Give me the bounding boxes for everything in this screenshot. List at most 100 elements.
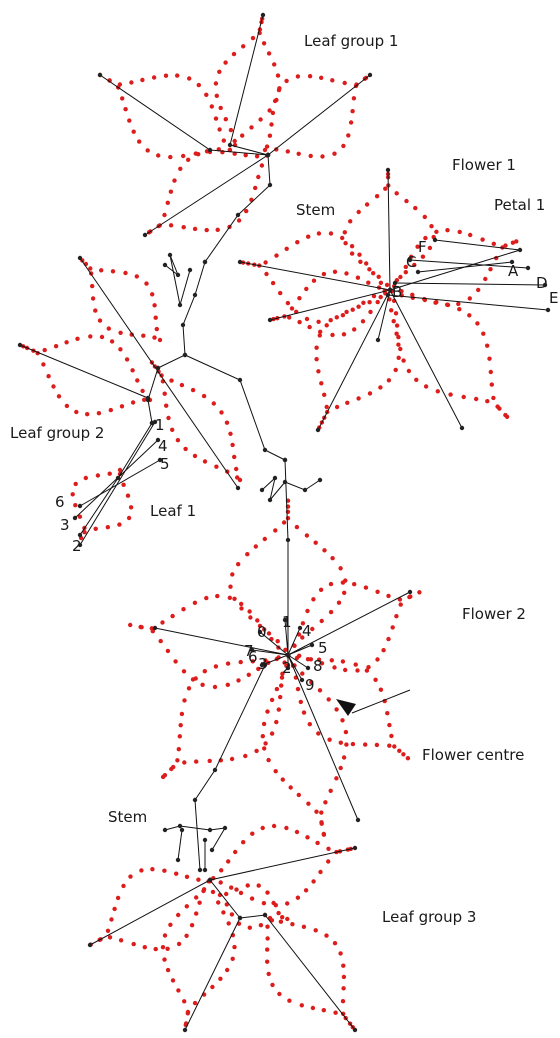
outline-dot [170, 978, 176, 983]
outline-dot [322, 392, 327, 397]
outline-dot [363, 585, 369, 590]
outline-dot [201, 393, 207, 399]
outline-dot [367, 267, 372, 272]
outline-dot [139, 868, 144, 873]
outline-dot [128, 505, 134, 510]
point-label-5: 5 [160, 455, 170, 473]
outline-dot [159, 373, 164, 378]
skeleton-line [229, 14, 269, 156]
outline-dot [319, 821, 324, 826]
outline-dot [434, 229, 439, 234]
outline-dot [270, 110, 276, 116]
outline-dot [99, 334, 105, 340]
outline-dot [274, 253, 279, 258]
outline-dot [318, 869, 323, 875]
outline-dot [314, 809, 319, 814]
vertex-dot [259, 487, 265, 493]
vertex-dot [282, 617, 288, 623]
outline-dot [261, 901, 267, 906]
outline-dot [389, 733, 394, 739]
vertex-dot [192, 292, 198, 298]
outline-dot [311, 597, 316, 602]
outline-dot [303, 888, 309, 893]
outline-dot [247, 925, 252, 930]
outline-dot [278, 694, 283, 700]
outline-dot [341, 986, 346, 991]
outline-dot [272, 98, 278, 104]
skeleton-line [19, 344, 149, 399]
outline-dot [285, 300, 291, 306]
vertex-dot [415, 269, 421, 275]
skeleton-line [184, 354, 286, 461]
vertex-dot [392, 280, 398, 286]
vertex-dot [162, 827, 168, 833]
outline-dot [385, 711, 390, 716]
outline-dot [197, 900, 202, 905]
outline-dot [235, 475, 240, 480]
outline-dot [413, 205, 418, 211]
vertex-dot [237, 915, 243, 921]
outline-dot [309, 680, 314, 685]
outline-dot [373, 677, 378, 682]
outline-dot [350, 307, 355, 312]
outline-dot [358, 259, 363, 264]
outline-dot [332, 269, 338, 274]
outline-dot [276, 87, 282, 93]
outline-dot [481, 331, 486, 336]
outline-dot [163, 73, 169, 78]
outline-dot [374, 194, 380, 199]
outline-dot [319, 618, 324, 624]
outline-dot [306, 234, 311, 239]
outline-dot [263, 741, 268, 746]
outline-dot [510, 240, 516, 245]
vertex-dot [297, 625, 303, 631]
outline-dot [73, 481, 78, 487]
skeleton-line [284, 619, 289, 656]
vertex-dot [237, 259, 243, 265]
outline-dot [261, 41, 267, 46]
outline-dot [396, 342, 401, 347]
outline-dot [218, 976, 223, 981]
outline-dot [403, 270, 408, 275]
outline-dot [340, 235, 345, 241]
outline-dot [415, 244, 420, 249]
outline-dot [272, 62, 277, 67]
outline-dot [340, 718, 345, 723]
skeleton-line [269, 289, 391, 321]
outline-dot [305, 657, 311, 662]
outline-dot [273, 769, 278, 774]
outline-dot [285, 916, 290, 922]
label-stem-top: Stem [296, 201, 335, 219]
outline-dot [265, 709, 270, 714]
outline-dot [169, 378, 174, 383]
outline-dot [414, 377, 419, 382]
outline-dot [350, 741, 356, 747]
skeleton-line [259, 631, 289, 656]
outline-dot [258, 117, 263, 122]
skeleton-line [164, 254, 191, 306]
outline-dot [307, 324, 312, 330]
outline-dot [338, 951, 343, 956]
outline-dot [264, 271, 269, 277]
outline-dot [332, 151, 337, 156]
vertex-dot [152, 419, 158, 425]
point-label-3: 3 [60, 516, 70, 534]
outline-dot [265, 924, 270, 929]
outline-dot [88, 334, 93, 339]
outline-dot [123, 107, 128, 112]
outline-dot [210, 889, 216, 895]
outline-dot [236, 562, 241, 567]
vertex-dot [115, 475, 121, 481]
outline-dot [230, 572, 235, 577]
point-label-2: 2 [72, 537, 82, 555]
outline-dot [342, 80, 347, 86]
outline-dot [301, 710, 307, 715]
outline-dot [317, 333, 322, 338]
outline-dot [145, 148, 150, 153]
outline-dot [378, 280, 384, 285]
outline-dot [313, 540, 318, 545]
centre-label-5: 5 [318, 639, 328, 657]
outline-dot [280, 915, 285, 920]
outline-dot [316, 731, 321, 736]
vertex-dot [407, 257, 413, 263]
